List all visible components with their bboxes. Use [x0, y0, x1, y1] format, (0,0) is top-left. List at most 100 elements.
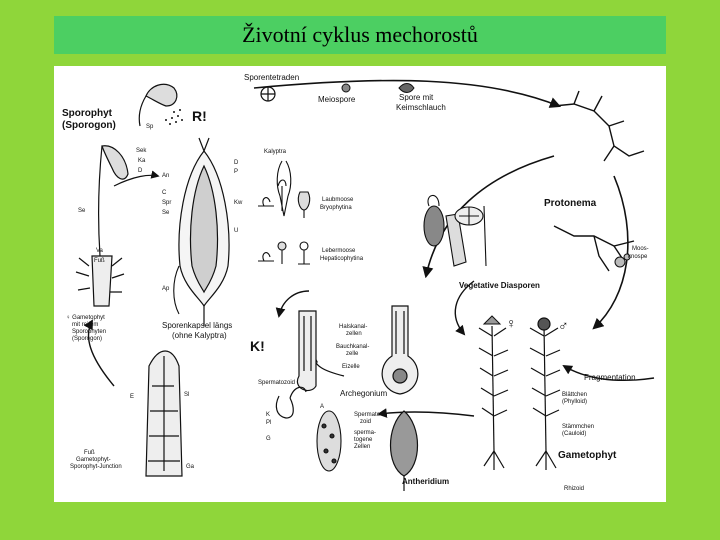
label-male: ♂: [558, 317, 569, 333]
cycle-arrow-capsule: [113, 170, 160, 187]
cycle-arrow-sporophyte-growth: [83, 319, 115, 387]
cycle-arrow-right: [592, 175, 629, 330]
cycle-arrow-protonema: [422, 155, 555, 279]
label-g: G: [266, 436, 271, 442]
moss-life-cycle-diagram: Sporophyt (Sporogon) Sporentetraden Meio…: [54, 66, 666, 502]
cycle-arrow-inner: [309, 354, 345, 377]
lebermoose-figure: [258, 241, 310, 265]
label-sporenkapsel-2: (ohne Kalyptra): [172, 331, 227, 340]
calyptra-figure: [276, 160, 292, 217]
label-sporophyt: Sporophyt: [62, 108, 113, 119]
spermatozoid-figure: [275, 386, 307, 419]
label-bryophytina: Bryophytina: [320, 205, 352, 211]
label-se2: Se: [162, 210, 170, 216]
label-sporophyten: Sporophyten: [72, 329, 106, 335]
label-blaettchen: Blättchen: [562, 392, 587, 398]
spore-release-figure: [138, 83, 178, 127]
label-gametophyt-sporophyt-1: Gametophyt-: [76, 457, 111, 463]
label-spermatogene-2: togene: [354, 437, 373, 443]
label-kalyptra: Kalyptra: [264, 149, 287, 155]
label-veg-diasporen: Vegetative Diasporen: [459, 281, 540, 290]
label-sl: Sl: [184, 392, 189, 398]
label-female: ♀: [506, 315, 517, 331]
label-sporogon-paren: (Sporogon): [72, 336, 102, 342]
label-ka: Ka: [138, 158, 146, 164]
spore-germ-symbol: [398, 83, 415, 93]
antheridium-figure: [389, 410, 419, 491]
gametophyte-male-figure: [529, 317, 561, 470]
label-spermatogene-1: sperma-: [354, 430, 376, 436]
label-antheridium: Antheridium: [402, 477, 449, 486]
label-rhizoid: Rhizoid: [564, 486, 584, 492]
label-kw: Kw: [234, 200, 243, 206]
label-spr: Spr: [162, 200, 171, 206]
label-ap: Ap: [162, 286, 170, 292]
label-cauloid: (Cauloid): [562, 431, 586, 437]
label-protonema: Protonema: [544, 198, 597, 209]
label-se: Se: [78, 208, 86, 214]
label-eizelle: Eizelle: [342, 364, 360, 370]
label-spore-mit: Spore mit: [399, 93, 434, 102]
archegonium-neck-figure: [296, 310, 317, 391]
gametophyte-female-top: [482, 315, 502, 325]
label-r: R!: [192, 108, 207, 124]
label-a: A: [320, 404, 324, 410]
label-halskanal-2: zellen: [346, 331, 362, 337]
label-c: C: [162, 190, 167, 196]
label-gametophyt: Gametophyt: [558, 450, 617, 461]
label-phylloid: (Phylloid): [562, 399, 587, 405]
label-sporentetraden: Sporentetraden: [244, 73, 299, 82]
label-va: Va: [96, 248, 104, 254]
spore-dots: [165, 109, 183, 125]
label-p: P: [234, 169, 238, 175]
label-sp: Sp: [146, 124, 154, 130]
sporangium-section-figure: [178, 137, 230, 326]
label-pl: Pl: [266, 420, 271, 426]
label-lebermoose: Lebermoose: [322, 248, 356, 254]
label-halskanal-1: Halskanal-: [339, 324, 367, 330]
label-fuss2: Fuß: [84, 450, 95, 456]
label-hepaticophytina: Hepaticophytina: [320, 256, 364, 262]
label-sporogon: (Sporogon): [62, 120, 116, 131]
label-sek: Sek: [136, 148, 147, 154]
cycle-arrow-gametophyte: [377, 408, 475, 418]
cycle-arrow-fragmentation: [562, 364, 655, 382]
diagram-svg: Sporophyt (Sporogon) Sporentetraden Meio…: [62, 73, 655, 492]
label-d: D: [138, 168, 143, 174]
label-knospe: knospe: [628, 254, 648, 260]
archegonium-figure: [381, 305, 419, 395]
label-e: E: [130, 394, 134, 400]
label-spermatozoid2-2: zoid: [360, 419, 371, 425]
label-k-small: K: [266, 412, 270, 418]
label-archegonium: Archegonium: [340, 389, 387, 398]
tetrad-symbol: [260, 86, 276, 102]
moss-bud: [614, 253, 631, 268]
label-bauchkanal-2: zelle: [346, 351, 359, 357]
slide-title: Životní cyklus mechorostů: [242, 22, 478, 47]
antheridium-small-figure: [316, 410, 342, 472]
label-spermatozoid2-1: Spermato-: [354, 412, 382, 418]
cycle-arrow-diaspore: [454, 280, 475, 336]
label-staemmchen: Stämmchen: [562, 424, 594, 430]
junction-figure: [145, 350, 183, 477]
label-bauchkanal-1: Bauchkanal-: [336, 344, 369, 350]
label-mit-reifem: mit reifem: [72, 322, 98, 328]
laubmoose-figure: [258, 179, 311, 218]
cycle-arrow-top: [253, 79, 562, 108]
label-gametophyt-female: ♀ Gametophyt: [66, 315, 105, 321]
label-u: U: [234, 228, 238, 234]
label-moos: Moos-: [632, 246, 649, 252]
label-fragmentation: Fragmentation: [584, 373, 636, 382]
cycle-arrow-fertilization: [275, 290, 310, 318]
label-an: An: [162, 173, 169, 179]
label-sporenkapsel-1: Sporenkapsel längs: [162, 321, 232, 330]
label-laubmoose: Laubmoose: [322, 197, 354, 203]
label-ga: Ga: [186, 464, 195, 470]
label-keimschlauch: Keimschlauch: [396, 103, 446, 112]
label-spermatogene-3: Zellen: [354, 444, 370, 450]
label-d2: D: [234, 160, 239, 166]
protonema-figure: [553, 90, 645, 272]
label-spermatozoid: Spermatozoid: [258, 380, 295, 386]
vegetative-diaspores-figure: [423, 194, 487, 267]
meiospore-symbol: [341, 83, 351, 93]
